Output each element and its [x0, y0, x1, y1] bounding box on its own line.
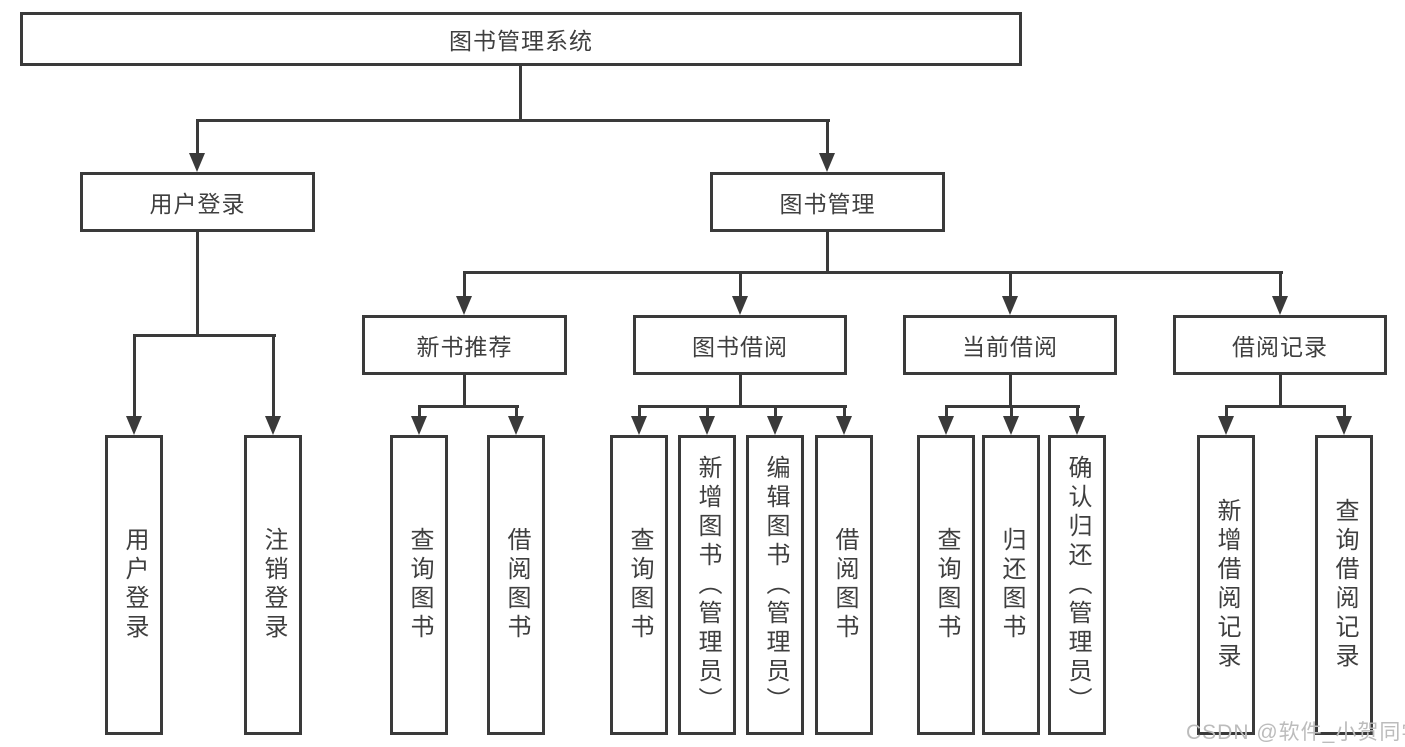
arrow-down	[1002, 296, 1018, 315]
arrow-down	[938, 416, 954, 435]
connector	[272, 334, 275, 419]
node-borrowing-records: 借阅记录	[1173, 315, 1387, 375]
connector	[1279, 375, 1282, 408]
connector	[519, 66, 522, 122]
leaf-query-books-borrowing: 查询图书	[610, 435, 668, 735]
connector	[196, 232, 199, 337]
connector	[638, 405, 641, 419]
leaf-query-books-recommend: 查询图书	[390, 435, 448, 735]
connector	[463, 271, 1283, 274]
leaf-query-borrow-record: 查询借阅记录	[1315, 435, 1373, 735]
watermark: CSDN @软件_小贺同学	[1186, 721, 1405, 744]
arrow-down	[265, 416, 281, 435]
arrow-down	[836, 416, 852, 435]
connector	[1009, 271, 1012, 299]
connector	[638, 405, 847, 408]
arrow-down	[699, 416, 715, 435]
arrow-down	[767, 416, 783, 435]
leaf-add-borrow-record: 新增借阅记录	[1197, 435, 1255, 735]
arrow-down	[126, 416, 142, 435]
connector	[196, 119, 830, 122]
arrow-down	[1336, 416, 1352, 435]
leaf-logout: 注销登录	[244, 435, 302, 735]
node-book-borrowing: 图书借阅	[633, 315, 847, 375]
connector	[1343, 405, 1346, 419]
connector	[196, 119, 199, 159]
node-user-login: 用户登录	[80, 172, 315, 232]
connector	[1279, 271, 1282, 299]
node-library-management-system: 图书管理系统	[20, 12, 1022, 66]
arrow-down	[456, 296, 472, 315]
connector	[774, 405, 777, 419]
connector	[1076, 405, 1079, 419]
leaf-borrow-books-borrowing: 借阅图书	[815, 435, 873, 735]
arrow-down	[1069, 416, 1085, 435]
arrow-down	[1218, 416, 1234, 435]
arrow-down	[411, 416, 427, 435]
arrow-down	[189, 153, 205, 172]
connector	[1010, 405, 1013, 419]
leaf-borrow-books-recommend: 借阅图书	[487, 435, 545, 735]
arrow-down	[631, 416, 647, 435]
connector	[1225, 405, 1346, 408]
connector	[739, 375, 742, 408]
arrow-down	[1003, 416, 1019, 435]
connector	[826, 119, 829, 159]
arrow-down	[1272, 296, 1288, 315]
connector	[1009, 375, 1012, 408]
connector	[463, 271, 466, 299]
arrow-down	[732, 296, 748, 315]
leaf-user-login: 用户登录	[105, 435, 163, 735]
connector	[515, 405, 518, 419]
node-new-book-recommendation: 新书推荐	[362, 315, 567, 375]
arrow-down	[508, 416, 524, 435]
connector	[1225, 405, 1228, 419]
node-current-borrowing: 当前借阅	[903, 315, 1117, 375]
connector	[739, 271, 742, 299]
connector	[826, 232, 829, 274]
connector	[706, 405, 709, 419]
connector	[133, 334, 136, 419]
leaf-edit-book-admin: 编辑图书（管理员）	[746, 435, 804, 735]
connector	[418, 405, 421, 419]
connector	[418, 405, 519, 408]
connector	[945, 405, 948, 419]
leaf-return-books: 归还图书	[982, 435, 1040, 735]
leaf-add-book-admin: 新增图书（管理员）	[678, 435, 736, 735]
node-book-management: 图书管理	[710, 172, 945, 232]
connector	[843, 405, 846, 419]
leaf-confirm-return-admin: 确认归还（管理员）	[1048, 435, 1106, 735]
connector	[133, 334, 276, 337]
connector	[463, 375, 466, 408]
arrow-down	[819, 153, 835, 172]
leaf-query-books-current: 查询图书	[917, 435, 975, 735]
